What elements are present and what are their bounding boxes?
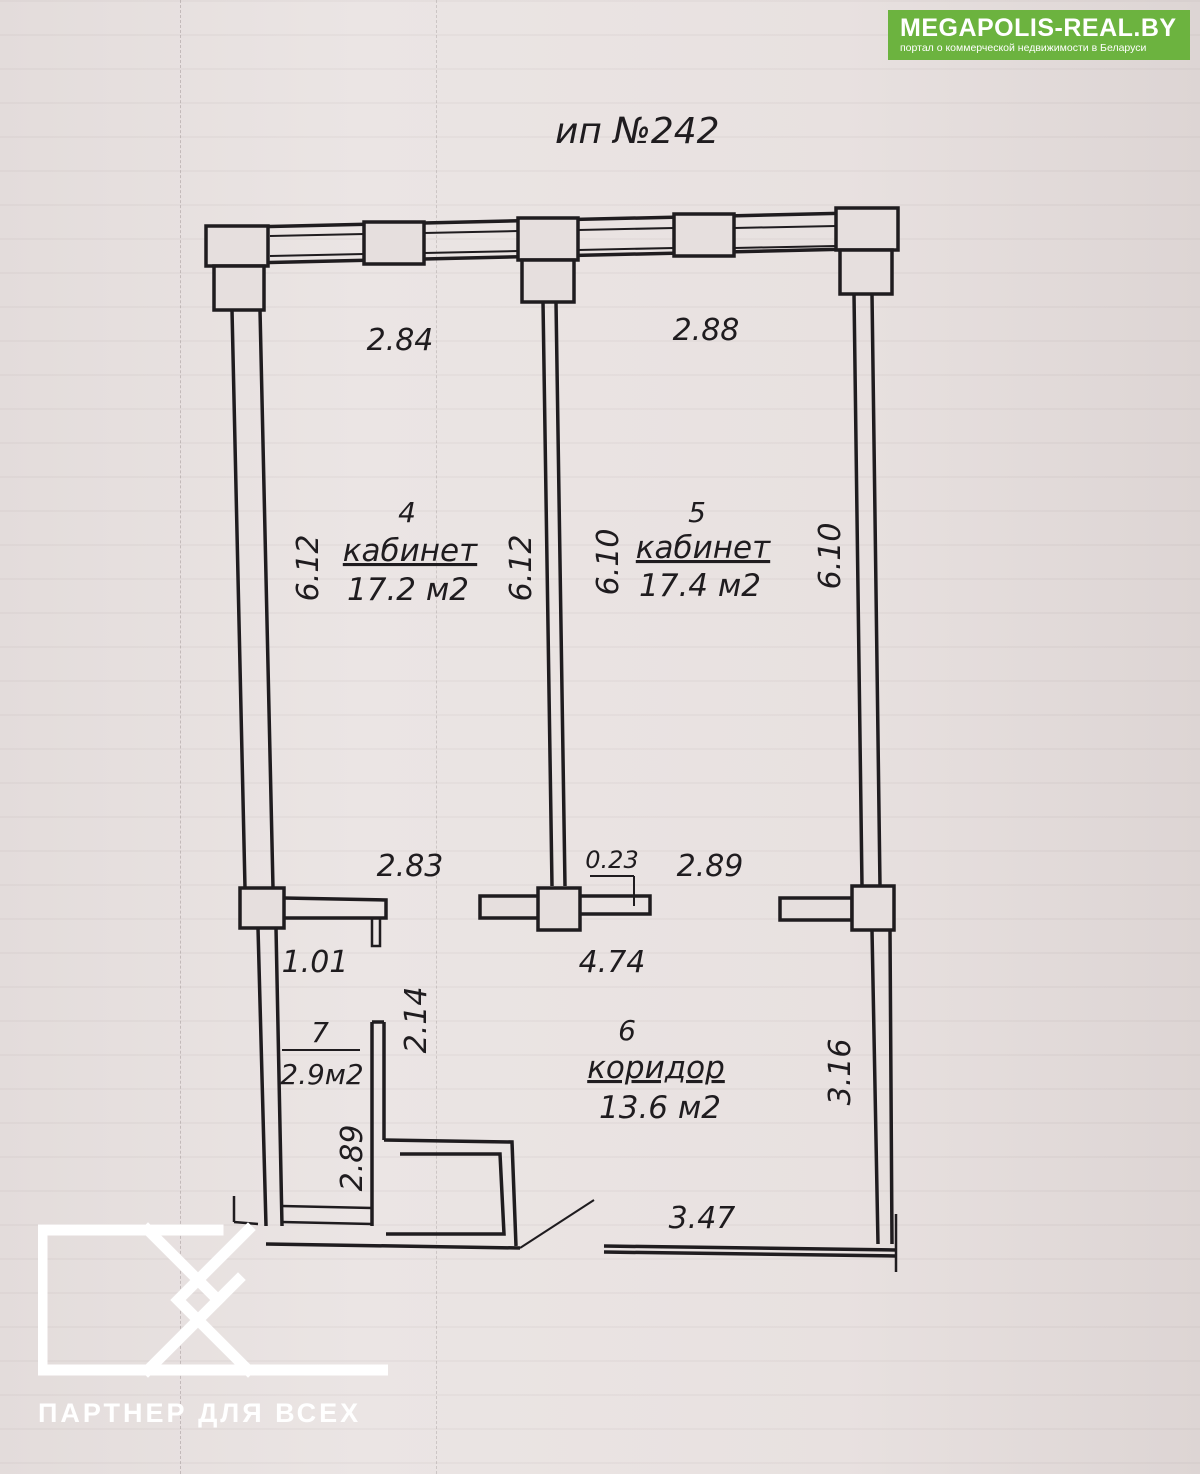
partner-watermark-text: ПАРТНЕР ДЛЯ ВСЕХ (38, 1398, 362, 1428)
room-area: 17.4 м2 (639, 568, 761, 604)
wall-stub (478, 894, 542, 920)
dimension-leader (590, 875, 635, 906)
room-number: 4 (398, 496, 416, 529)
window-pier (362, 220, 426, 266)
column (536, 886, 582, 932)
column (838, 248, 894, 296)
column (834, 206, 900, 252)
brand-site: MEGAPOLIS-REAL.BY (900, 14, 1177, 42)
dimension-label: 6.12 (291, 535, 326, 602)
dimension-label: 2.14 (399, 987, 434, 1054)
left-wall (230, 309, 275, 889)
doorway (281, 1204, 373, 1226)
dimension-label: 6.10 (813, 523, 848, 590)
dimension-label: 2.89 (677, 849, 744, 884)
dimension-label: 3.16 (823, 1039, 858, 1106)
dimension-label: 2.84 (367, 323, 434, 358)
shaft (383, 1138, 518, 1247)
partition-wall (541, 301, 567, 887)
room-number: 7 (311, 1016, 329, 1049)
paper-fold-line (436, 0, 437, 1474)
dimension-label: 4.74 (579, 945, 646, 980)
column (238, 886, 286, 930)
column (516, 216, 580, 262)
bottom-wall (603, 1244, 897, 1258)
dimension-label: 0.23 (585, 846, 638, 874)
wall-stub (283, 896, 388, 920)
right-wall (852, 293, 882, 887)
room-number: 5 (688, 496, 706, 529)
dimension-label: 2.83 (377, 849, 444, 884)
partition-wall (370, 1022, 386, 1226)
dimension-label: 6.10 (591, 529, 626, 596)
bottom-wall (265, 1242, 521, 1250)
brand-badge[interactable]: MEGAPOLIS-REAL.BY портал о коммерческой … (888, 10, 1190, 60)
wall-stub (580, 894, 652, 916)
door-swing (519, 1199, 595, 1249)
column (520, 258, 576, 304)
column (850, 884, 896, 932)
paper-fold-line (180, 0, 181, 1474)
plan-title: ип №242 (555, 111, 720, 152)
room-name: кабинет (343, 533, 478, 569)
room-name: коридор (587, 1050, 725, 1086)
window-pier (672, 212, 736, 258)
column (212, 264, 266, 312)
dimension-label: 2.89 (335, 1125, 370, 1192)
left-wall (256, 927, 284, 1227)
room-number: 6 (618, 1014, 636, 1047)
room-area: 13.6 м2 (599, 1090, 721, 1126)
brand-tagline: портал о коммерческой недвижимости в Бел… (900, 42, 1147, 54)
column (204, 224, 270, 268)
right-wall (870, 929, 894, 1245)
room-name: кабинет (636, 530, 771, 566)
dimension-label: 6.12 (504, 535, 539, 602)
dimension-label: 1.01 (282, 945, 349, 980)
door-jamb (370, 918, 382, 948)
dimension-label: 2.88 (673, 313, 740, 348)
dimension-label: 3.47 (669, 1201, 736, 1236)
room-area: 2.9м2 (280, 1058, 363, 1091)
wall-end (232, 1196, 259, 1226)
room-area: 17.2 м2 (347, 572, 469, 608)
partner-logo (38, 1222, 388, 1378)
wall-stub (778, 896, 854, 922)
